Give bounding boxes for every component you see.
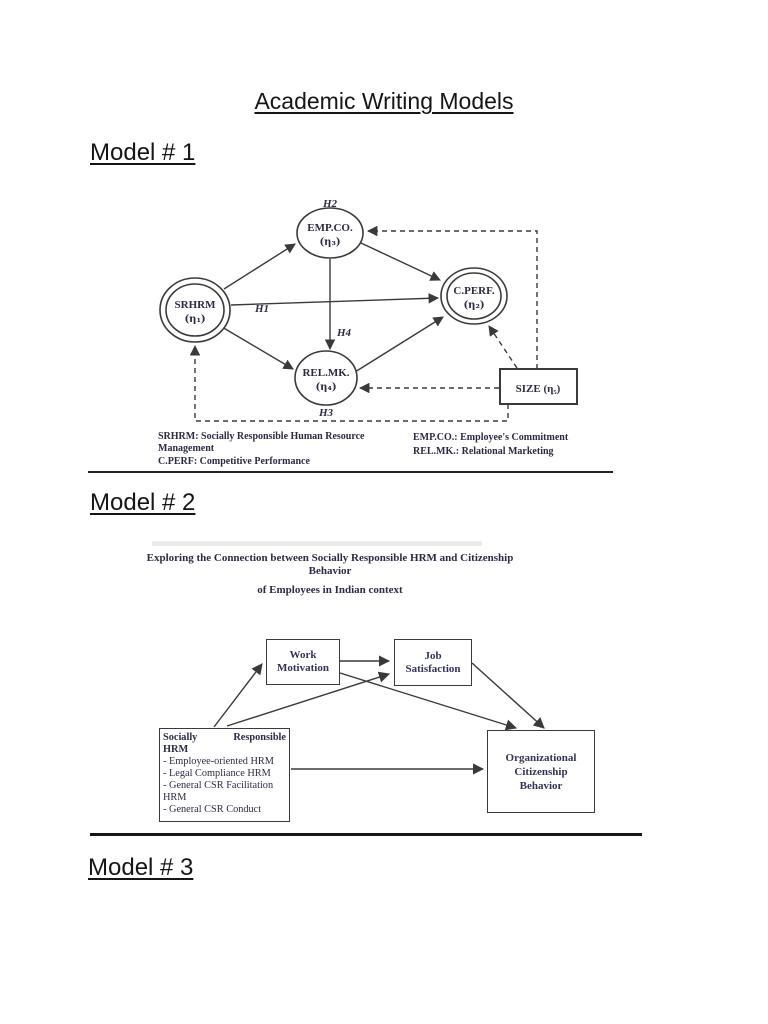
scan-artifact	[152, 541, 482, 546]
dashed-arrow-size-to-srhrm	[189, 344, 509, 422]
heading-model-1: Model # 1	[90, 139, 196, 166]
dashed-arrow-size-to-cperf	[488, 325, 518, 369]
node-cperf-inner-ellipse	[446, 272, 502, 320]
ocb-line2: Citizenship	[514, 765, 568, 778]
ocb-line3: Behavior	[519, 779, 563, 792]
model2-diagram-arrows	[213, 655, 545, 775]
legend-relmk: REL.MK.: Relational Marketing	[413, 445, 554, 457]
legend-empco: EMP.CO.: Employee's Commitment	[413, 432, 569, 443]
box-organizational-citizenship-behavior: Organizational Citizenship Behavior	[487, 730, 595, 813]
job-satisfaction-line1: Job	[424, 649, 442, 662]
model1-legend-right: EMP.CO.: Employee's Commitment REL.MK.: …	[413, 432, 663, 459]
arrow-srhrm-to-workmotivation	[213, 663, 263, 728]
heading-model-3: Model # 3	[88, 854, 194, 881]
job-satisfaction-line2: Satisfaction	[405, 662, 461, 675]
model2-title-line1: Exploring the Connection between Sociall…	[146, 552, 514, 577]
label-relmk: REL.MK.	[302, 367, 349, 379]
arrow-workmotivation-to-ocb	[339, 672, 518, 731]
label-srhrm: SRHRM	[175, 299, 217, 311]
node-empco-ellipse	[296, 207, 364, 259]
model1-diagram: H2 EMP.CO. (η₃) SRHRM (η₁) H1 C.PERF. (η…	[159, 198, 578, 422]
label-cperf: C.PERF.	[453, 285, 494, 297]
separator-line-1	[88, 471, 613, 473]
label-cperf-eta: (η₂)	[463, 300, 484, 311]
box-socially-responsible-hrm: Socially Responsible HRM - Employee-orie…	[159, 728, 290, 822]
arrow-srhrm-to-cperf	[230, 293, 440, 306]
srhrm-title-word2: Responsible	[233, 732, 286, 743]
box-work-motivation: Work Motivation	[266, 639, 340, 685]
box-job-satisfaction: Job Satisfaction	[394, 639, 472, 686]
label-srhrm-eta: (η₁)	[184, 314, 205, 325]
work-motivation-line2: Motivation	[277, 662, 329, 674]
model1-legend-left: SRHRM: Socially Responsible Human Resour…	[158, 431, 406, 470]
legend-srhrm: SRHRM: Socially Responsible Human Resour…	[158, 431, 365, 454]
arrow-srhrm-to-empco	[223, 243, 296, 290]
srhrm-title-line1: Socially Responsible	[163, 732, 286, 744]
srhrm-item: - General CSR Facilitation HRM	[163, 780, 274, 803]
legend-cperf: C.PERF: Competitive Performance	[158, 456, 310, 467]
srhrm-title-line2: HRM	[163, 744, 189, 755]
page-title: Academic Writing Models	[254, 88, 514, 114]
arrow-srhrm-to-relmk	[221, 326, 294, 370]
model2-figure-title: Exploring the Connection between Sociall…	[130, 552, 530, 597]
arrow-jobsatisfaction-to-ocb	[471, 662, 545, 729]
srhrm-item: - General CSR Conduct	[163, 804, 262, 815]
arrow-srhrm-to-jobsatisfaction	[226, 671, 391, 727]
label-h3: H3	[318, 407, 334, 419]
dashed-arrow-size-to-empco	[366, 225, 538, 369]
heading-model-2: Model # 2	[90, 489, 196, 516]
separator-line-2	[90, 833, 642, 836]
label-empco: EMP.CO.	[307, 222, 353, 234]
work-motivation-line1: Work	[289, 649, 317, 661]
label-empco-eta: (η₃)	[319, 237, 340, 248]
label-h4: H4	[336, 327, 352, 339]
node-srhrm-inner-ellipse	[165, 283, 225, 337]
label-relmk-eta: (η₄)	[315, 382, 336, 393]
model2-title-line2: of Employees in Indian context	[257, 584, 403, 596]
arrow-empco-to-cperf	[360, 242, 441, 281]
srhrm-item: - Legal Compliance HRM	[163, 768, 271, 779]
arrow-relmk-to-cperf	[354, 316, 444, 373]
ocb-line1: Organizational	[505, 751, 577, 764]
node-relmk-ellipse	[294, 350, 358, 406]
srhrm-item: - Employee-oriented HRM	[163, 756, 274, 767]
label-h1: H1	[254, 303, 269, 315]
label-size: SIZE (η₅)	[516, 383, 561, 395]
srhrm-title-word1: Socially	[163, 732, 198, 743]
label-h2: H2	[322, 198, 338, 210]
node-size-rect	[499, 368, 578, 405]
